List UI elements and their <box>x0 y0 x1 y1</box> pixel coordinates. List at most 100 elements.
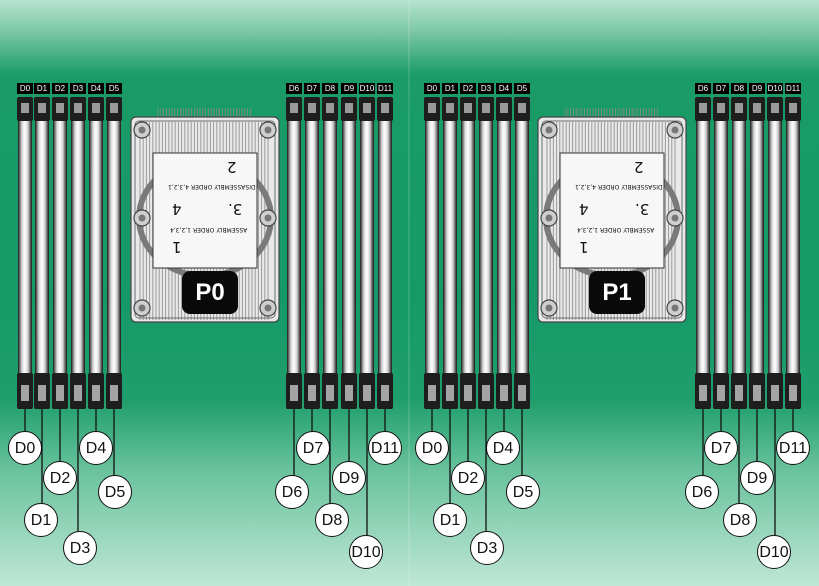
slot-tag: D7 <box>304 83 320 94</box>
dimm-slot-body <box>323 97 337 409</box>
board-divider <box>408 0 410 586</box>
dimm-callout: D0 <box>8 431 42 465</box>
dimm-latch-bottom <box>106 373 122 409</box>
heatsink-body <box>537 108 687 323</box>
dimm-latch-top <box>341 97 357 121</box>
dimm-latch-bottom <box>322 373 338 409</box>
dimm-slot-body <box>515 97 529 409</box>
dimm-slot-body <box>287 97 301 409</box>
dimm-callout: D1 <box>24 503 58 537</box>
dimm-latch-top <box>88 97 104 121</box>
dimm-callout: D6 <box>275 475 309 509</box>
dimm-latch-bottom <box>52 373 68 409</box>
dimm-slot <box>106 97 122 409</box>
dimm-callout: D10 <box>349 535 383 569</box>
heatsink-screw <box>540 121 558 139</box>
heatsink-screw <box>133 209 151 227</box>
dimm-latch-bottom <box>767 373 783 409</box>
dimm-callout: D8 <box>723 503 757 537</box>
slot-tag: D7 <box>713 83 729 94</box>
dimm-latch-bottom <box>713 373 729 409</box>
slot-tag: D0 <box>424 83 440 94</box>
dimm-latch-top <box>304 97 320 121</box>
slot-tag: D9 <box>341 83 357 94</box>
dimm-slot-body <box>443 97 457 409</box>
dimm-callout: D9 <box>740 461 774 495</box>
dimm-slot <box>442 97 458 409</box>
dimm-slot <box>767 97 783 409</box>
dimm-latch-bottom <box>17 373 33 409</box>
slot-tag: D8 <box>322 83 338 94</box>
dimm-latch-bottom <box>286 373 302 409</box>
dimm-callout: D2 <box>43 461 77 495</box>
slot-tag: D9 <box>749 83 765 94</box>
dimm-latch-top <box>695 97 711 121</box>
dimm-slot-body <box>360 97 374 409</box>
dimm-slot <box>514 97 530 409</box>
dimm-slot <box>749 97 765 409</box>
dimm-slot-body <box>461 97 475 409</box>
dimm-callout: D3 <box>63 531 97 565</box>
dimm-latch-bottom <box>70 373 86 409</box>
heatsink-screw <box>666 299 684 317</box>
slot-tag: D5 <box>514 83 530 94</box>
slot-tag: D4 <box>88 83 104 94</box>
heatsink-body <box>130 108 280 323</box>
dimm-latch-top <box>322 97 338 121</box>
dimm-latch-top <box>460 97 476 121</box>
slot-tag: D10 <box>359 83 375 94</box>
slot-tag: D5 <box>106 83 122 94</box>
dimm-slot <box>322 97 338 409</box>
dimm-callout: D2 <box>451 461 485 495</box>
dimm-latch-top <box>70 97 86 121</box>
dimm-latch-bottom <box>695 373 711 409</box>
dimm-slot-body <box>497 97 511 409</box>
dimm-slot <box>695 97 711 409</box>
slot-tag: D3 <box>478 83 494 94</box>
dimm-slot-body <box>53 97 67 409</box>
dimm-latch-bottom <box>359 373 375 409</box>
dimm-slot <box>359 97 375 409</box>
dimm-slot <box>17 97 33 409</box>
dimm-slot-body <box>786 97 800 409</box>
slot-tag: D4 <box>496 83 512 94</box>
dimm-latch-bottom <box>460 373 476 409</box>
heatsink-screw <box>259 209 277 227</box>
dimm-callout: D4 <box>79 431 113 465</box>
dimm-slot-body <box>107 97 121 409</box>
dimm-latch-top <box>496 97 512 121</box>
dimm-callout: D0 <box>415 431 449 465</box>
dimm-latch-top <box>34 97 50 121</box>
heatsink-screw <box>666 209 684 227</box>
slot-tag: D2 <box>460 83 476 94</box>
dimm-slot <box>88 97 104 409</box>
dimm-slot <box>286 97 302 409</box>
dimm-slot-body <box>714 97 728 409</box>
dimm-callout: D1 <box>433 503 467 537</box>
processor-label: P0 <box>182 271 238 314</box>
dimm-latch-top <box>478 97 494 121</box>
dimm-slot-body <box>305 97 319 409</box>
dimm-latch-bottom <box>442 373 458 409</box>
dimm-slot-body <box>768 97 782 409</box>
dimm-latch-bottom <box>514 373 530 409</box>
dimm-slot <box>377 97 393 409</box>
dimm-latch-top <box>377 97 393 121</box>
heatsink-screw <box>540 209 558 227</box>
dimm-callout: D9 <box>332 461 366 495</box>
dimm-callout: D5 <box>98 475 132 509</box>
dimm-callout: D10 <box>757 535 791 569</box>
dimm-slot <box>478 97 494 409</box>
dimm-callout: D7 <box>704 431 738 465</box>
slot-tag: D11 <box>785 83 801 94</box>
dimm-slot-body <box>696 97 710 409</box>
dimm-latch-bottom <box>304 373 320 409</box>
dimm-latch-top <box>286 97 302 121</box>
dimm-slot-body <box>71 97 85 409</box>
slot-tag: D6 <box>286 83 302 94</box>
dimm-callout: D11 <box>368 431 402 465</box>
dimm-latch-top <box>731 97 747 121</box>
